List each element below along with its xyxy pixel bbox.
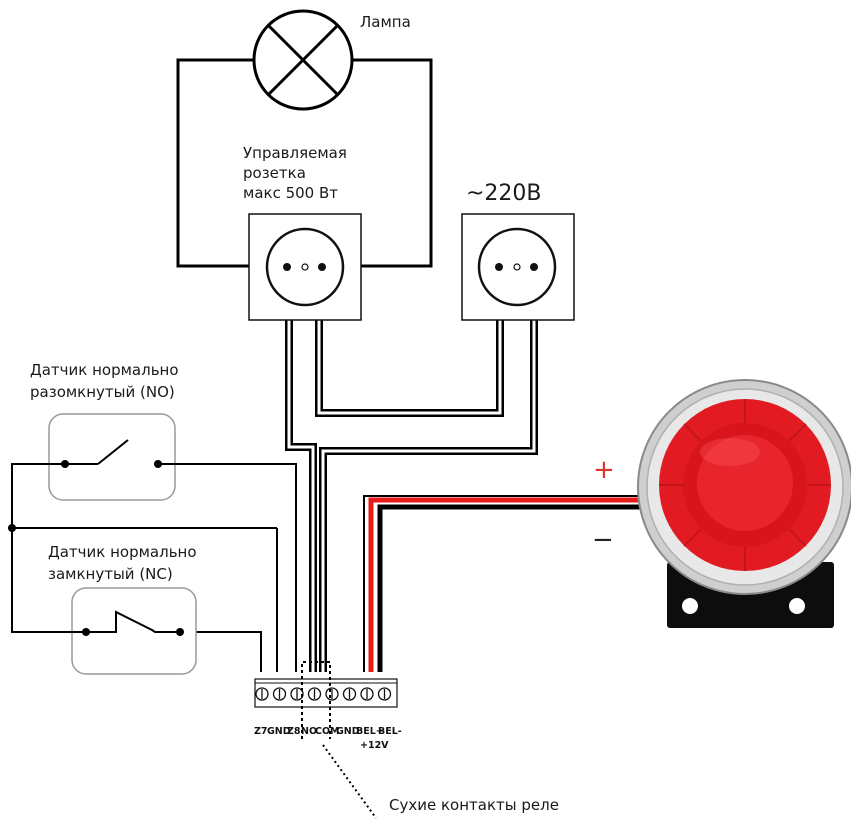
sensor-no-label-line2: разомкнутый (NO) — [30, 383, 175, 401]
lamp-symbol — [252, 9, 354, 111]
relay-pointer-line — [322, 744, 377, 819]
sensor-nc-label: Датчик нормально замкнутый (NC) — [48, 543, 197, 583]
terminal-label-12v: +12V — [360, 740, 389, 751]
controlled-outlet-label-line2: розетка — [243, 164, 306, 182]
controlled-outlet-label-line1: Управляемая — [243, 144, 347, 162]
sensor-no-label-line1: Датчик нормально — [30, 361, 179, 379]
controlled-outlet-label-line3: макс 500 Вт — [243, 184, 338, 202]
terminal-label-gnd1: GND — [267, 726, 291, 737]
sensor-no — [12, 413, 180, 501]
terminal-label-z7: Z7 — [254, 726, 268, 737]
terminal-label-bel-plus: BEL+ — [356, 726, 384, 737]
sensor-nc-label-line1: Датчик нормально — [48, 543, 197, 561]
terminal-label-com: COM — [315, 726, 340, 737]
controlled-outlet — [248, 213, 362, 321]
terminal-labels: Z7 GND Z8 NO COM GND BEL+ BEL- +12V — [254, 726, 402, 751]
siren-plus-label: + — [593, 455, 615, 485]
sensor-nc-label-line2: замкнутый (NC) — [48, 565, 173, 583]
mains-outlet — [461, 213, 575, 321]
siren-wires — [363, 495, 640, 672]
lamp-label: Лампа — [360, 13, 411, 31]
terminal-block — [254, 678, 398, 708]
siren-minus-label: − — [592, 525, 614, 555]
sensor-nc — [12, 587, 197, 675]
siren — [637, 379, 851, 628]
relay-dashed-outline — [301, 661, 331, 739]
lamp-circuit-wires — [176, 58, 433, 268]
relay-contacts-label: Сухие контакты реле — [389, 796, 559, 814]
mains-outlet-label: ~220В — [466, 181, 542, 206]
sensor-no-label: Датчик нормально разомкнутый (NO) — [30, 361, 179, 401]
terminal-label-gnd2: GND — [336, 726, 360, 737]
terminal-label-z8: Z8 — [287, 726, 301, 737]
terminal-label-bel-minus: BEL- — [378, 726, 402, 737]
terminal-label-no: NO — [301, 726, 317, 737]
controlled-outlet-label: Управляемая розетка макс 500 Вт — [243, 144, 347, 202]
outlet-cables — [285, 320, 538, 672]
